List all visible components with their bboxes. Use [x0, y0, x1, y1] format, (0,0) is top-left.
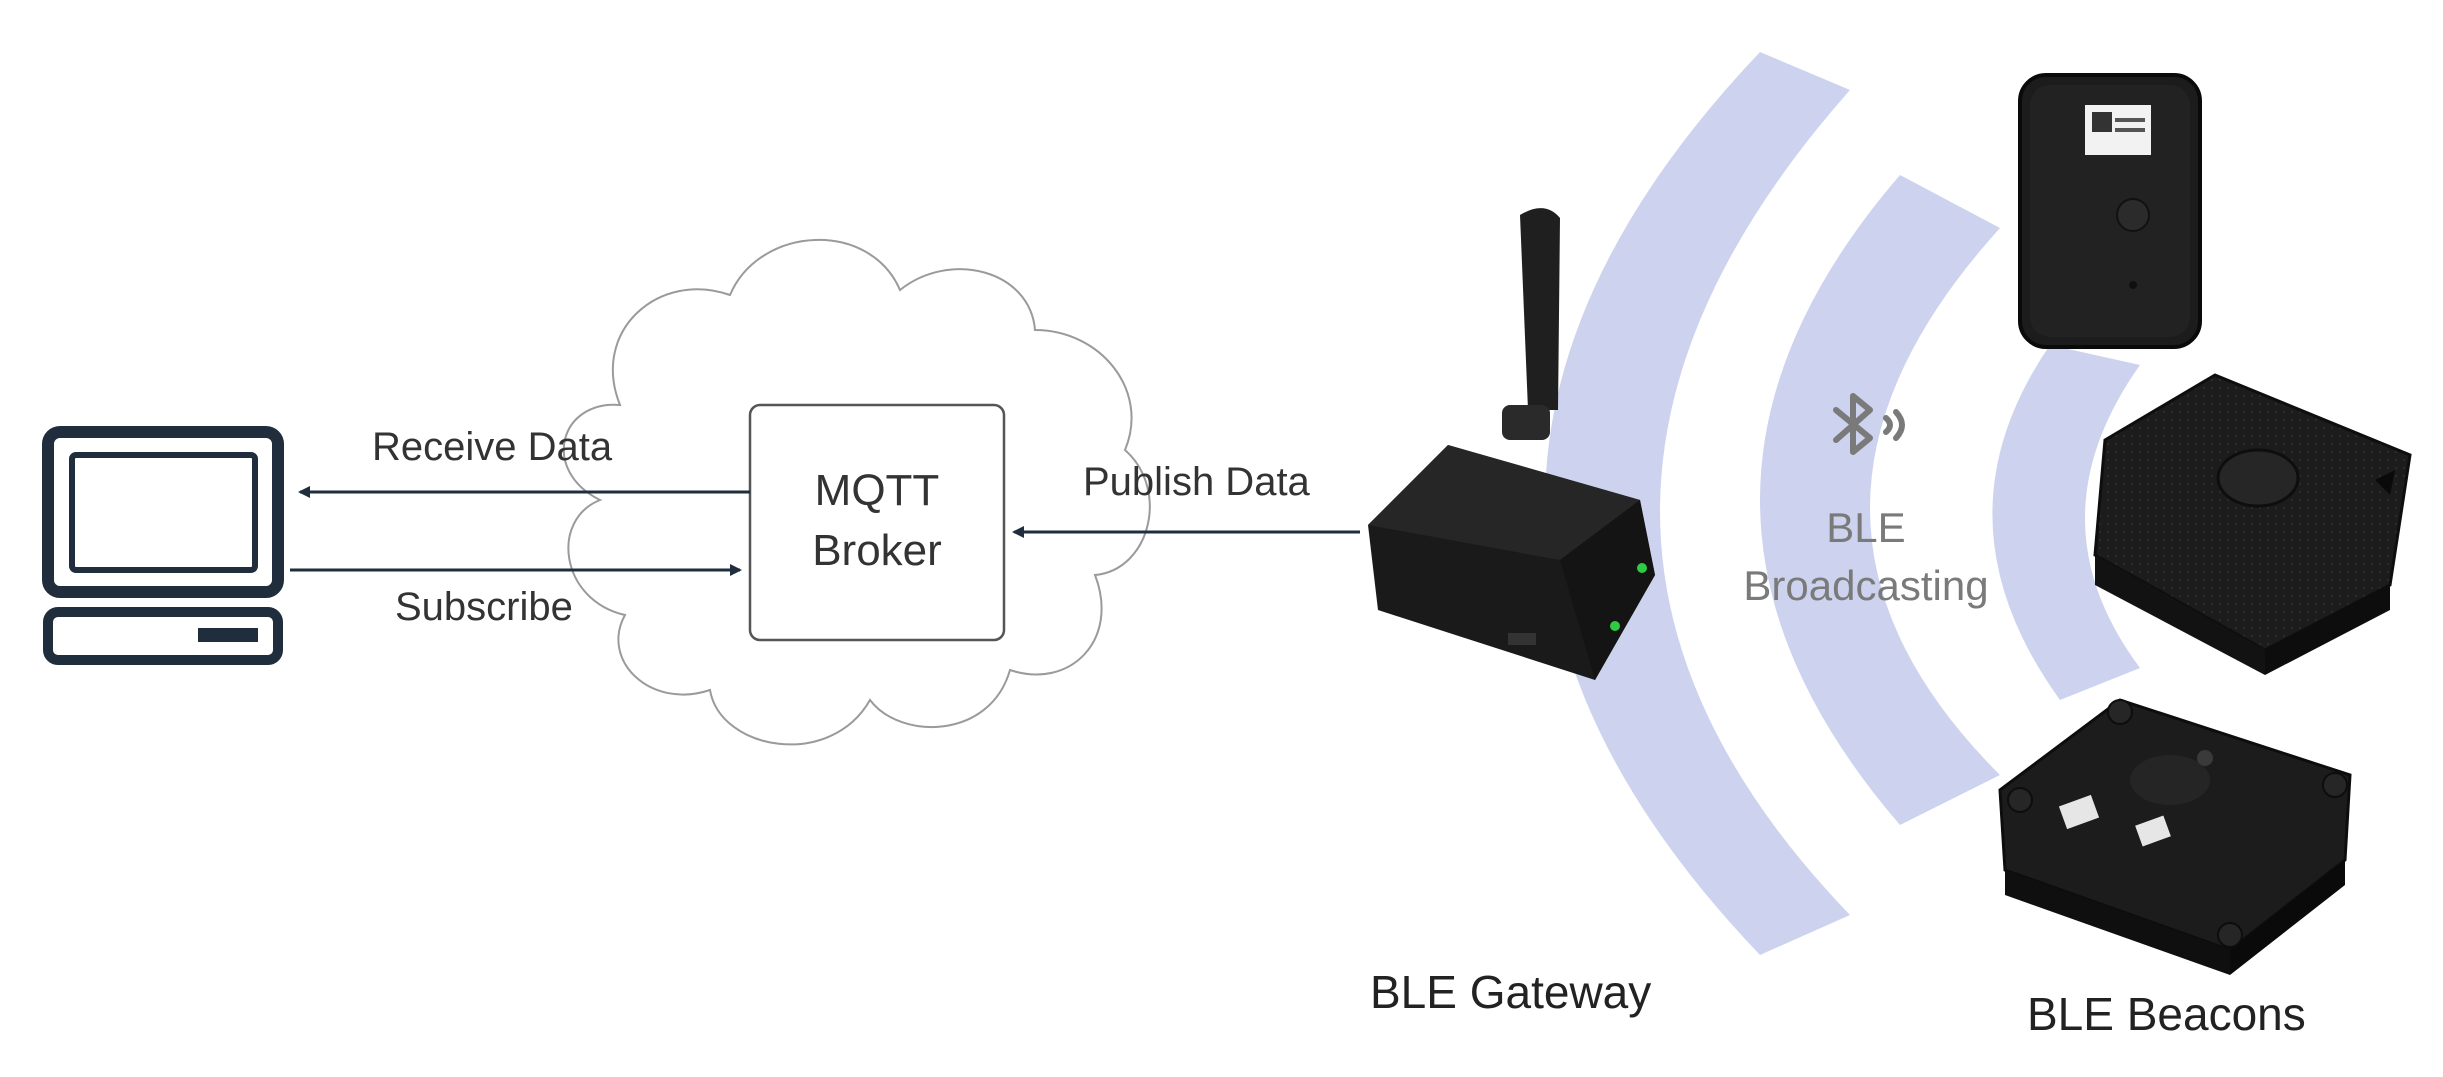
wave-arc-inner [1992, 345, 2140, 700]
wave-arc-middle [1760, 175, 2000, 825]
broker-label-line2: Broker [812, 526, 942, 575]
receive-data-label: Receive Data [372, 425, 613, 469]
bluetooth-icon [1833, 393, 1905, 455]
ble-broadcasting-label-line2: Broadcasting [1743, 562, 1988, 609]
ble-gateway-label: BLE Gateway [1370, 966, 1651, 1018]
gateway-led-top [1637, 563, 1647, 573]
publish-data-label: Publish Data [1083, 460, 1311, 504]
subscribe-label: Subscribe [395, 585, 573, 629]
mqtt-broker-box [748, 403, 1006, 642]
ble-gateway-device [1368, 208, 1655, 680]
ble-beacon-flat [1998, 698, 2352, 975]
ble-broadcasting-label-line1: BLE [1826, 504, 1905, 551]
ble-signal-waves [1545, 52, 2140, 955]
ble-beacons-label: BLE Beacons [2027, 988, 2306, 1040]
ble-beacon-tag [2018, 73, 2202, 349]
wave-arc-outer [1545, 52, 1850, 955]
ble-beacon-square [2093, 373, 2412, 675]
broker-label-line1: MQTT [815, 466, 940, 515]
gateway-led-bottom [1610, 621, 1620, 631]
computer-icon [42, 426, 284, 665]
